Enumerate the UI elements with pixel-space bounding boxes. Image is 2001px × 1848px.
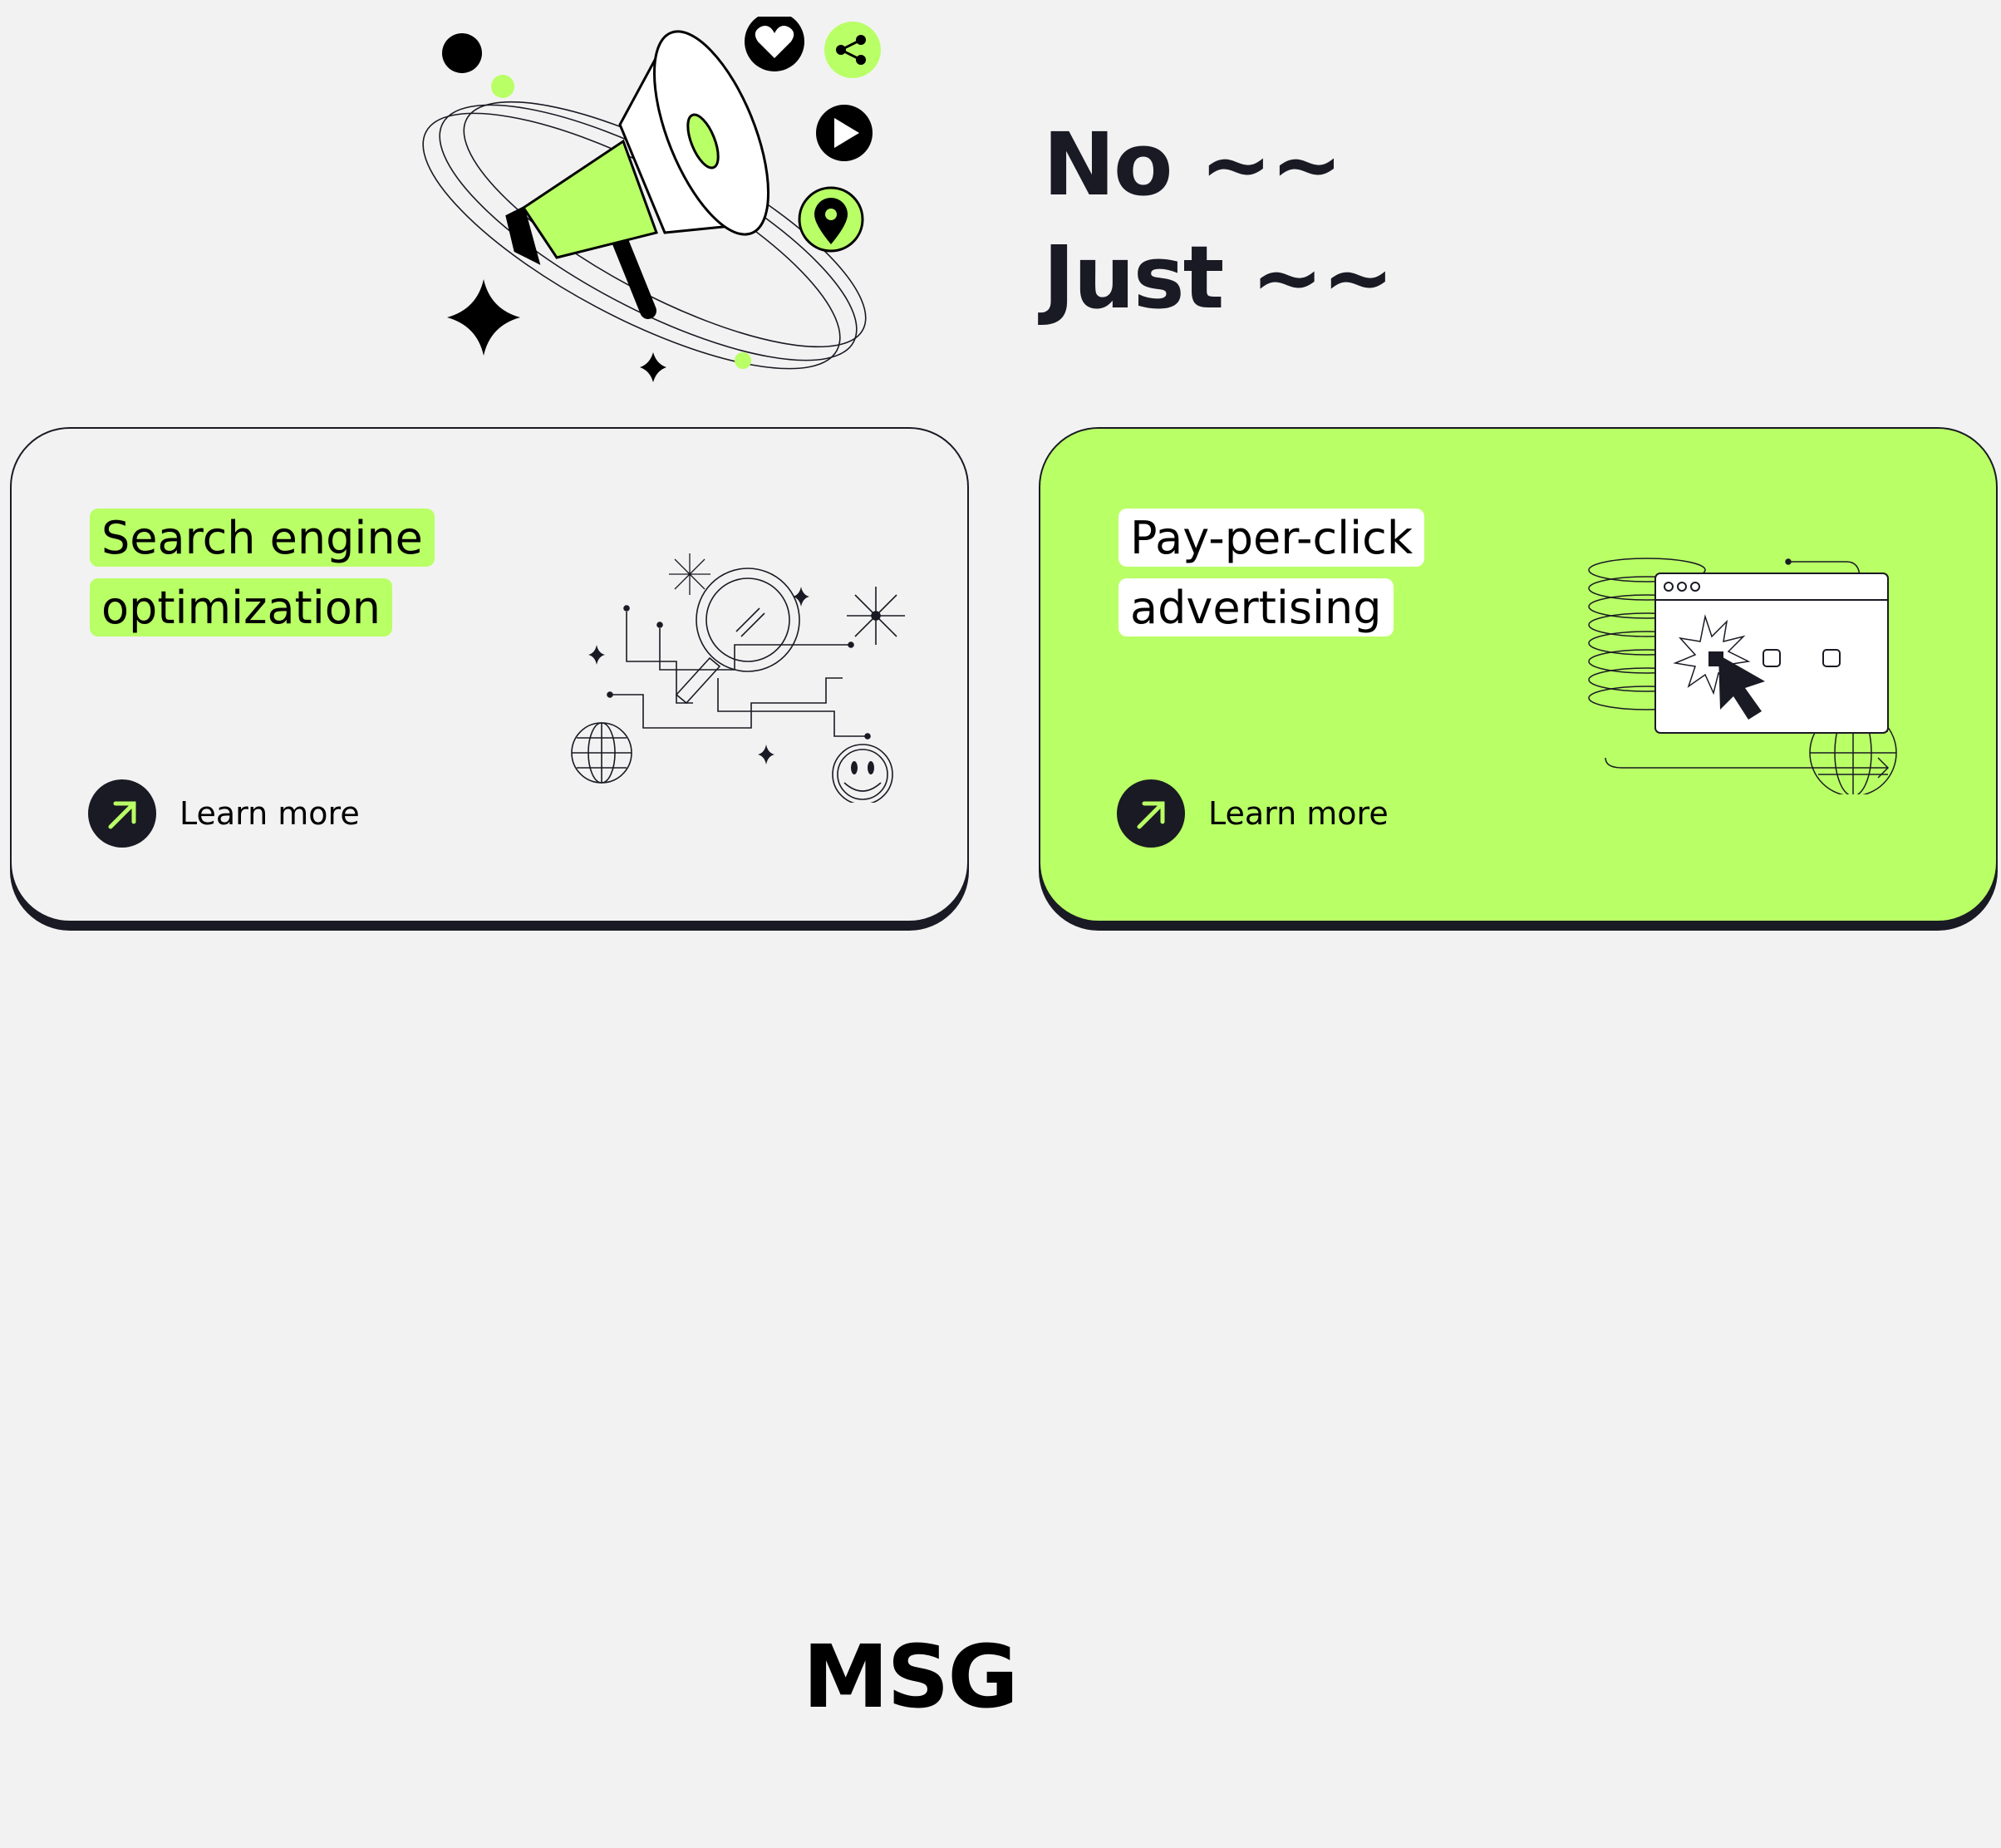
location-pin-icon xyxy=(798,186,864,253)
dot-black xyxy=(442,33,482,73)
logo: MSG xyxy=(803,1626,1019,1728)
service-card-seo[interactable]: Search engine optimization Learn more xyxy=(10,427,969,922)
dot-green-small xyxy=(735,352,751,369)
service-card-ppc[interactable]: Pay-per-click advertising Learn more xyxy=(1039,427,1998,922)
card-title-line: Search engine xyxy=(90,509,435,567)
headline-line-1: No ~~ xyxy=(1043,114,1343,215)
learn-more-link[interactable]: Learn more xyxy=(1117,779,1389,848)
arrow-up-right-icon xyxy=(1117,779,1185,848)
card-title-line: Pay-per-click xyxy=(1118,509,1425,567)
card-title: Pay-per-click advertising xyxy=(1118,509,1584,648)
sparkle-small-icon xyxy=(640,352,666,382)
sparkle-icon xyxy=(447,279,520,356)
headline-line-2: Just ~~ xyxy=(1043,227,1394,328)
magnifier-illustration xyxy=(571,553,905,803)
heart-icon xyxy=(745,17,804,71)
card-title: Search engine optimization xyxy=(90,509,555,648)
share-icon xyxy=(824,22,881,78)
card-title-line: advertising xyxy=(1118,578,1394,636)
browser-click-illustration xyxy=(1588,558,1897,794)
dot-green xyxy=(491,75,514,98)
card-title-line: optimization xyxy=(90,578,392,636)
megaphone-icon xyxy=(505,30,770,265)
learn-more-label: Learn more xyxy=(179,795,360,832)
megaphone-illustration xyxy=(422,17,881,382)
learn-more-label: Learn more xyxy=(1208,795,1389,832)
play-icon xyxy=(816,105,873,161)
arrow-up-right-icon xyxy=(88,779,156,848)
learn-more-link[interactable]: Learn more xyxy=(88,779,360,848)
